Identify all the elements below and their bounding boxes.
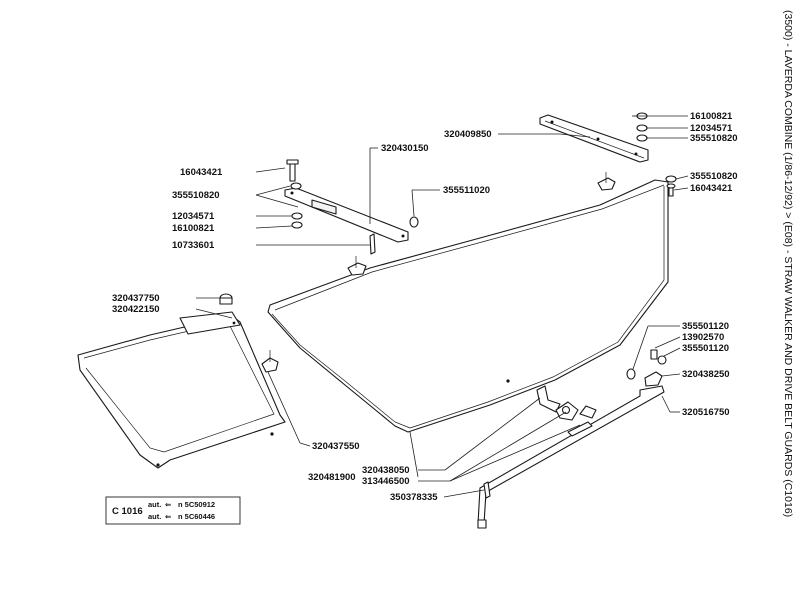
part-label-320422150: 320422150 xyxy=(112,304,160,315)
left-bracket-rod xyxy=(284,187,409,276)
part-labels: 16100821 12034571 355510820 355510820 16… xyxy=(112,111,738,503)
legend-row-2-text: aut. xyxy=(148,512,161,521)
part-label-12034571-right: 12034571 xyxy=(690,123,733,134)
leader-lines xyxy=(195,115,689,498)
part-label-320438250: 320438250 xyxy=(682,369,730,380)
part-label-320438050: 320438050 xyxy=(362,465,410,476)
top-support-bar xyxy=(539,114,649,191)
part-label-16043421-left: 16043421 xyxy=(180,167,223,178)
part-label-12034571-left: 12034571 xyxy=(172,211,215,222)
part-label-355511020: 355511020 xyxy=(443,185,490,196)
part-label-320430150: 320430150 xyxy=(381,143,429,154)
part-label-16043421-right: 16043421 xyxy=(690,183,733,194)
legend-row-1-arrow-icon: ⇐ xyxy=(165,500,171,509)
legend-row-1-text: aut. xyxy=(148,500,161,509)
part-label-13902570: 13902570 xyxy=(682,332,724,343)
serial-legend: C 1016 aut. ⇐ n 5C50912 aut. ⇐ n 5C60446 xyxy=(105,496,241,525)
legend-row-1-range: n 5C50912 xyxy=(178,500,215,509)
part-label-355501120-b: 355501120 xyxy=(682,343,729,354)
main-guard-panel xyxy=(267,179,669,433)
right-hardware-stack xyxy=(636,112,677,197)
legend-row-2-arrow-icon: ⇐ xyxy=(165,512,171,521)
left-hardware-stack xyxy=(286,159,419,255)
part-label-320409850: 320409850 xyxy=(444,129,492,140)
part-label-10733601: 10733601 xyxy=(172,240,215,251)
part-label-320437550: 320437550 xyxy=(312,441,360,452)
sidebar-title: (3500) - LAVERDA COMBINE (1/86-12/92) > … xyxy=(782,10,794,517)
legend-code: C 1016 xyxy=(112,506,143,517)
lower-rod-assembly xyxy=(477,349,667,529)
part-label-320516750: 320516750 xyxy=(682,407,730,418)
legend-row-2-range: n 5C60446 xyxy=(178,512,215,521)
part-label-320481900: 320481900 xyxy=(308,472,356,483)
lower-left-guard xyxy=(77,293,286,469)
part-label-320437750: 320437750 xyxy=(112,293,160,304)
part-label-355510820-right-1: 355510820 xyxy=(690,133,738,144)
part-label-16100821-left: 16100821 xyxy=(172,223,215,234)
part-label-355501120-a: 355501120 xyxy=(682,321,729,332)
part-label-355510820-left: 355510820 xyxy=(172,190,220,201)
part-label-16100821-right: 16100821 xyxy=(690,111,733,122)
part-label-355510820-right-2: 355510820 xyxy=(690,171,738,182)
part-label-350378335: 350378335 xyxy=(390,492,438,503)
part-label-313446500: 313446500 xyxy=(362,476,410,487)
